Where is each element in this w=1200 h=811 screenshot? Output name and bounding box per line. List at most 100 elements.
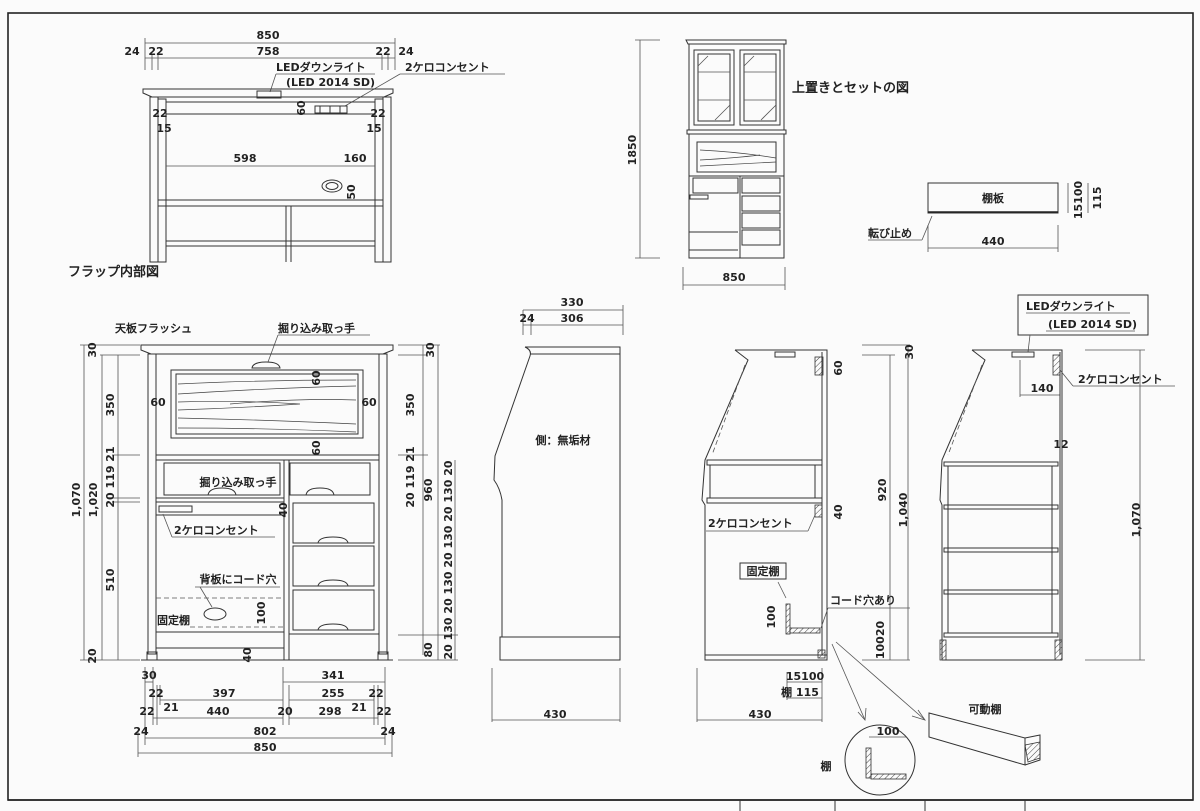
dim-22-side-left: 22 — [152, 107, 167, 120]
section2-outlet-label: 2ケロコンセント — [1078, 373, 1163, 386]
dim-430-side: 430 — [544, 708, 567, 721]
outlet-label-front: 2ケロコンセント — [174, 524, 259, 537]
left-dim-1020: 1,020 — [87, 482, 100, 517]
right-dim-drawers: 20 130 20 130 20 130 20 130 20 — [442, 460, 455, 659]
left-dim-510: 510 — [104, 568, 117, 591]
dim-598: 598 — [234, 152, 257, 165]
bottom-dim-21b: 21 — [351, 701, 366, 714]
section-dim-shelf-115: 棚 115 — [781, 685, 819, 699]
bottom-dim-30: 30 — [141, 669, 157, 682]
section-dim-40: 40 — [832, 504, 845, 520]
left-dim-1070: 1,070 — [70, 482, 83, 517]
top-flush-label: 天板フラッシュ — [115, 321, 192, 335]
movable-shelf-label: 可動棚 — [969, 702, 1002, 716]
section-dim-15100: 15100 — [786, 670, 825, 683]
bottom-dim-22a: 22 — [148, 687, 163, 700]
bottom-dim-24a: 24 — [133, 725, 149, 738]
section2-led-label: LEDダウンライト — [1026, 299, 1116, 313]
dim-22-right: 22 — [375, 45, 390, 58]
dim-1850: 1850 — [626, 134, 639, 165]
section2-dim-140: 140 — [1031, 382, 1054, 395]
dim-306: 306 — [561, 312, 584, 325]
dim-24-left: 24 — [124, 45, 140, 58]
bottom-dim-440: 440 — [207, 705, 230, 718]
section2-dim-1070: 1,070 — [1130, 502, 1143, 537]
section-dim-100: 100 — [765, 605, 778, 628]
shelf-board-label: 棚板 — [982, 191, 1005, 205]
dim-50: 50 — [345, 184, 358, 200]
bottom-dim-24b: 24 — [380, 725, 396, 738]
section-dim-920: 920 — [876, 478, 889, 501]
right-dim-80: 80 — [422, 642, 435, 658]
section-dim-430: 430 — [749, 708, 772, 721]
panel-top-60: 60 — [310, 370, 323, 386]
led-callout-box — [1017, 294, 1149, 336]
outlet-icon — [158, 505, 193, 513]
dim-758: 758 — [257, 45, 280, 58]
detail-dim-100: 100 — [877, 725, 900, 738]
right-dim-960: 960 — [422, 478, 435, 501]
dim-40-lower: 40 — [241, 647, 254, 663]
dim-850: 850 — [257, 29, 280, 42]
left-dim-mid: 20 119 21 — [104, 446, 117, 507]
led-label: LEDダウンライト — [276, 60, 366, 74]
left-dim-350: 350 — [104, 393, 117, 416]
flap-interior-view: 850 24 22 758 22 24 LEDダウンライト (LED 2014 … — [68, 29, 505, 280]
cord-hole-icon — [321, 179, 343, 193]
shelf-board-view: 棚板 440 15100 115 転び止め — [868, 181, 1104, 252]
panel-right-60: 60 — [361, 396, 377, 409]
bottom-dim-22d: 22 — [376, 705, 391, 718]
dim-rail-60: 60 — [295, 100, 308, 116]
section-dim-10020: 10020 — [874, 621, 887, 660]
section2-dim-12: 12 — [1053, 438, 1068, 451]
fixed-shelf-label-front: 固定棚 — [157, 613, 190, 627]
bottom-dim-298: 298 — [319, 705, 342, 718]
dim-40-upper: 40 — [277, 502, 290, 518]
bottom-dim-20: 20 — [277, 705, 293, 718]
side-view: 330 24 306 側：無垢材 430 — [491, 296, 624, 722]
bottom-dim-22c: 22 — [139, 705, 154, 718]
dim-15-side-right: 15 — [366, 122, 381, 135]
bottom-dim-21a: 21 — [163, 701, 178, 714]
shelf-detail: 100 棚 可動棚 — [821, 702, 1041, 796]
section-view: 60 40 2ケロコンセント 固定棚 100 コード穴あり 30 920 1,0… — [696, 344, 926, 722]
dim-22-side-right: 22 — [370, 107, 385, 120]
dim-160: 160 — [344, 152, 367, 165]
dim-850-set: 850 — [723, 271, 746, 284]
bottom-dim-397: 397 — [213, 687, 236, 700]
panel-left-60: 60 — [150, 396, 166, 409]
detail-shelf-char: 棚 — [821, 759, 832, 773]
dim-440: 440 — [982, 235, 1005, 248]
section2-led-model: (LED 2014 SD) — [1048, 318, 1137, 331]
handle-label-top: 掘り込み取っ手 — [278, 321, 355, 335]
dim-330: 330 — [561, 296, 584, 309]
set-view: 1850 850 上置きとセットの図 — [626, 39, 909, 290]
dim-22-left: 22 — [148, 45, 163, 58]
bottom-dim-850: 850 — [254, 741, 277, 754]
section-dim-30: 30 — [903, 344, 916, 360]
dim-24-side: 24 — [519, 312, 535, 325]
stopper-label: 転び止め — [868, 226, 912, 240]
right-dim-30: 30 — [424, 342, 437, 358]
led-model: (LED 2014 SD) — [286, 76, 375, 89]
flap-view-title: フラップ内部図 — [68, 264, 159, 280]
cord-hole-label: 背板にコード穴 — [200, 572, 277, 586]
dim-15-side-left: 15 — [156, 122, 171, 135]
bottom-dim-341: 341 — [322, 669, 345, 682]
cord-hole-present-label: コード穴あり — [830, 593, 896, 607]
recessed-handle-icon — [251, 361, 281, 369]
section-dim-1040: 1,040 — [897, 492, 910, 527]
section-view-2: LEDダウンライト (LED 2014 SD) 2ケロコンセント 140 12 … — [939, 294, 1175, 661]
dim-100-front: 100 — [255, 601, 268, 624]
dim-24-right: 24 — [398, 45, 414, 58]
movable-shelf-drawing — [928, 712, 1026, 766]
section-outlet-label: 2ケロコンセント — [708, 517, 793, 530]
right-dim-350: 350 — [404, 393, 417, 416]
cord-hole-icon — [203, 607, 227, 621]
right-dim-mid: 20 119 21 — [404, 446, 417, 507]
handle-label-mid: 掘り込み取っ手 — [200, 475, 277, 489]
set-view-title: 上置きとセットの図 — [792, 81, 909, 96]
sheet-border — [7, 12, 1194, 811]
